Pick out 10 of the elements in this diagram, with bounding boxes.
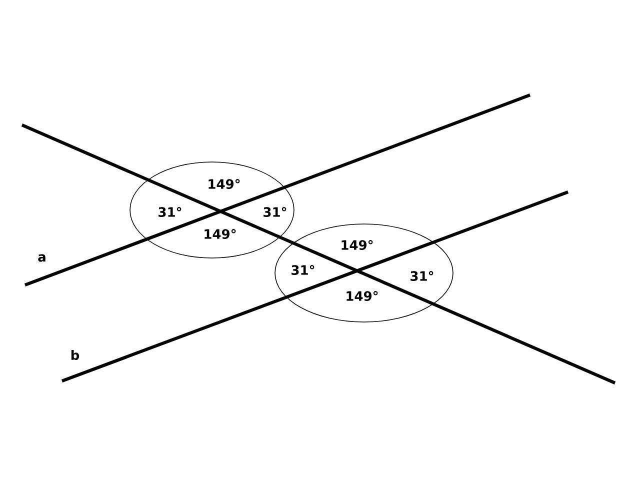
angle-label: 31°: [158, 207, 182, 217]
angle-label: 31°: [292, 265, 314, 275]
angle-label: 149°: [208, 179, 240, 189]
line-label: b: [71, 350, 80, 360]
line-label: a: [38, 254, 46, 262]
angle-label: 31°: [264, 207, 286, 217]
angle-label: 149°: [346, 291, 378, 301]
angle-label: 149°: [204, 229, 236, 239]
angle-label: 149°: [342, 240, 373, 250]
angle-label: 31°: [410, 271, 434, 281]
